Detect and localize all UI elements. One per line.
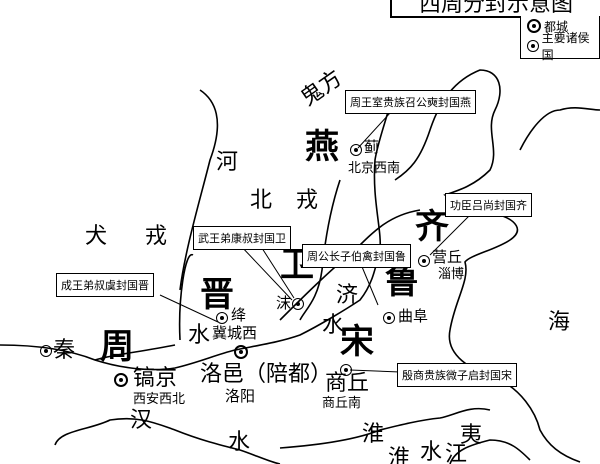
- state-zhou: 周: [100, 327, 134, 367]
- fen-river: [178, 254, 194, 341]
- callout-lu: 周公长子伯禽封国鲁: [302, 244, 411, 268]
- river-huai-2: 水: [420, 440, 443, 464]
- yellow-river: [0, 94, 393, 371]
- han-river: [54, 417, 281, 464]
- city-marker-jiang: [216, 312, 228, 324]
- city-marker-shangqiu: [340, 364, 352, 376]
- callout-yan: 周王室贵族召公奭封国燕: [345, 90, 476, 114]
- river-han-2: 水: [228, 430, 251, 455]
- city-shangqiu: 商丘: [325, 371, 370, 396]
- city-marker-qufu: [383, 312, 395, 324]
- leader-yan: [357, 112, 391, 149]
- river-ji-1: 济: [336, 283, 359, 308]
- callout-song: 殷商贵族微子启封国宋: [397, 363, 517, 387]
- legend-item-vassal: 主要诸侯国: [521, 31, 599, 62]
- state-lu: 鲁: [385, 262, 419, 302]
- river-ji-2: 水: [322, 313, 345, 338]
- leader-wei: [239, 244, 295, 301]
- river-fen: 水: [188, 323, 211, 348]
- capital-marker-haojing: [114, 373, 128, 387]
- city-marker-yingqiu: [418, 255, 430, 267]
- city-jiang-modern: 冀城西: [212, 324, 258, 342]
- region-rong: 戎: [296, 188, 319, 213]
- city-haojing: 镐京: [133, 366, 178, 391]
- capital-marker-luoyi: [234, 345, 248, 359]
- capital-symbol-icon: [527, 19, 541, 33]
- state-qin: 秦: [53, 338, 76, 363]
- city-ji: 蓟: [364, 138, 380, 156]
- city-luoyi-modern: 洛阳: [225, 387, 256, 405]
- north-line: [299, 179, 341, 321]
- city-haojing-modern: 西安西北: [133, 392, 186, 407]
- wei-river: [94, 344, 176, 361]
- river-huai-1: 淮: [362, 422, 385, 447]
- city-marker-mei: [292, 298, 304, 310]
- vassal-symbol-icon: [527, 40, 539, 52]
- leader-qi: [429, 209, 476, 256]
- legend: 都城 主要诸侯国: [520, 16, 600, 62]
- city-marker-ji: [350, 144, 362, 156]
- city-ji-modern: 北京西南: [348, 161, 401, 176]
- map-title: 西周分封示意图: [390, 0, 600, 18]
- city-qufu: 曲阜: [398, 307, 429, 325]
- region-rong-2: 戎: [145, 224, 168, 249]
- callout-wei: 武王弟康叔封国卫: [193, 226, 291, 250]
- river-jiang: 江: [445, 442, 468, 464]
- region-quan: 犬: [85, 224, 108, 249]
- state-song: 宋: [340, 322, 374, 362]
- state-qi: 齐: [415, 207, 449, 247]
- city-luoyi: 洛邑（陪都）: [200, 362, 333, 387]
- city-shangqiu-modern: 商丘南: [322, 396, 362, 411]
- liaodong-coast: [519, 107, 600, 151]
- leader-song: [349, 369, 401, 373]
- city-jiang: 绛: [231, 306, 247, 324]
- state-jin: 晋: [200, 275, 234, 315]
- legend-item-capital: 都城: [521, 16, 599, 36]
- region-hai: 海: [548, 310, 571, 335]
- yellow-river-north: [179, 89, 219, 291]
- state-yan: 燕: [305, 127, 339, 167]
- callout-jin: 成王弟叔虞封国晋: [56, 273, 154, 297]
- yangtze: [449, 439, 531, 464]
- callout-qi: 功臣吕尚封国齐: [445, 193, 532, 217]
- river-han-1: 汉: [130, 408, 153, 433]
- city-yingqiu-modern: 淄博: [438, 267, 465, 282]
- region-he: 河: [216, 150, 239, 175]
- river-huai-3: 淮: [388, 446, 411, 464]
- region-yi: 夷: [460, 423, 483, 448]
- region-bei: 北: [250, 188, 273, 213]
- huai-river: [279, 407, 491, 449]
- city-yingqiu: 营丘: [432, 248, 463, 266]
- city-marker-qin: [40, 345, 52, 357]
- leader-jin: [159, 294, 219, 323]
- leader-lu: [359, 261, 379, 306]
- city-mei: 沫: [276, 294, 292, 312]
